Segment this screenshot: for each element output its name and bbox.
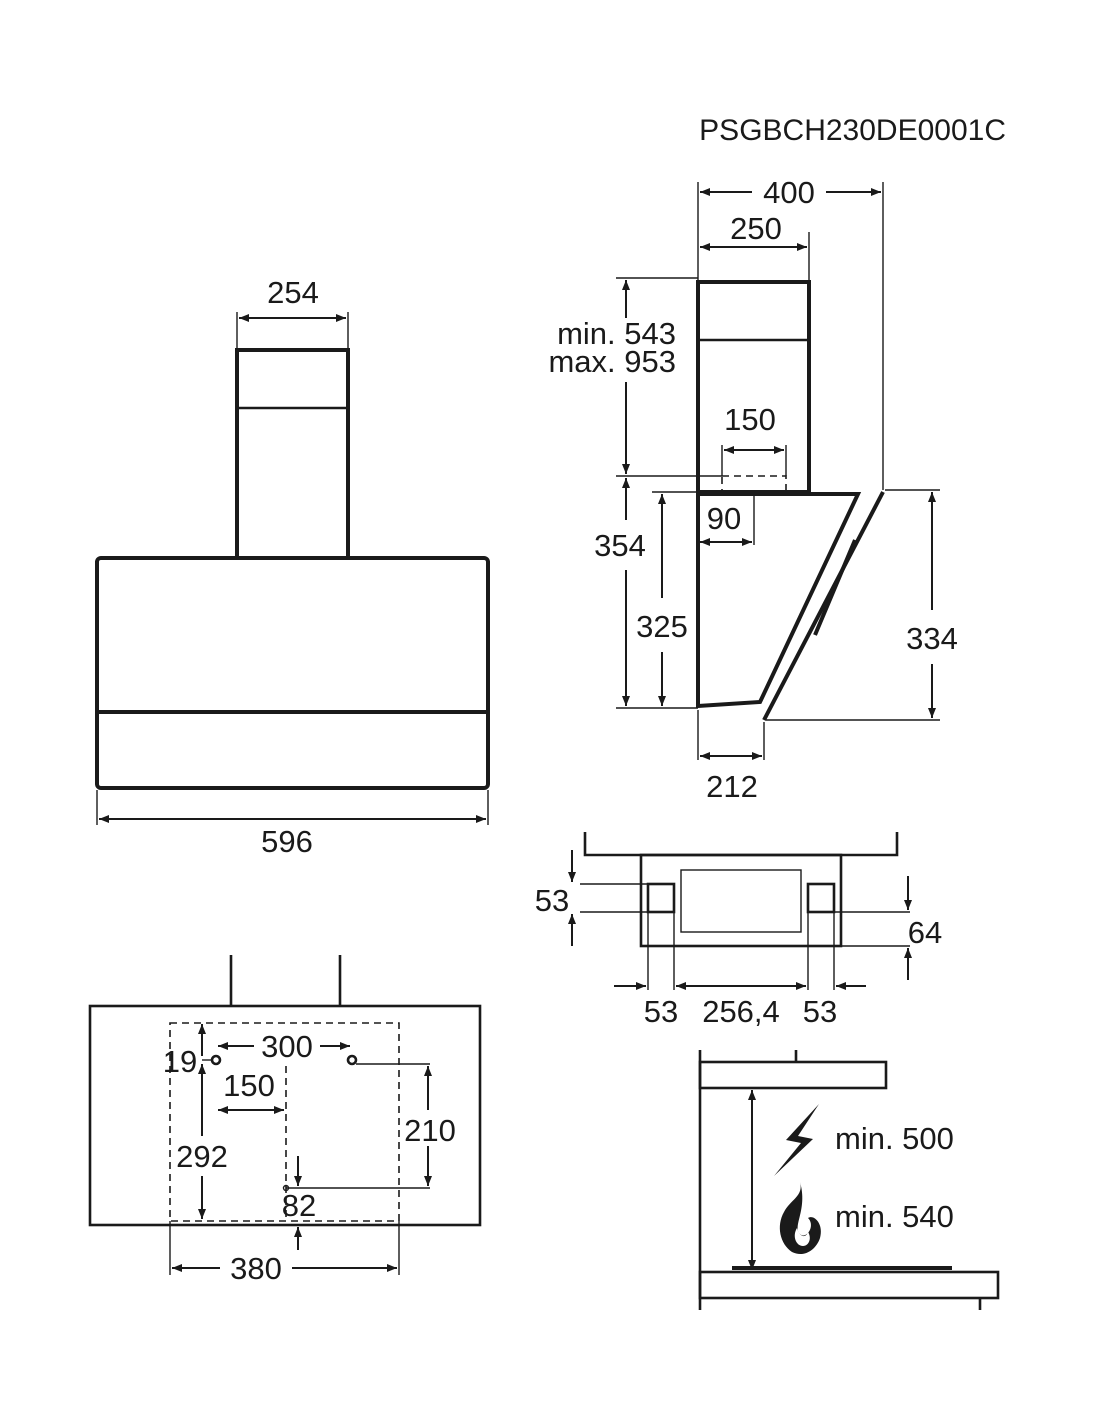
top-view: 53 64 53 256,4 53 — [535, 832, 942, 1029]
label-outlet-offset: 90 — [707, 501, 741, 536]
label-top-right-offset: 64 — [908, 915, 942, 950]
label-right-height: 210 — [404, 1113, 456, 1148]
front-chimney — [235, 348, 350, 560]
label-glass-height: 334 — [906, 621, 958, 656]
flame-icon — [779, 1182, 821, 1255]
side-view: 400 250 min. 543 max. 953 150 90 354 325… — [548, 175, 957, 804]
model-code: PSGBCH230DE0001C — [699, 114, 1006, 147]
front-hood-body — [95, 556, 490, 790]
mounting-hole-left — [210, 1054, 222, 1066]
label-electric-clearance: min. 500 — [835, 1121, 954, 1156]
label-chimney-max: max. 953 — [548, 344, 676, 379]
side-chimney — [696, 280, 811, 494]
mounting-hole-right — [346, 1054, 358, 1066]
top-wall-line — [583, 832, 899, 857]
label-body-height: 354 — [594, 528, 646, 563]
label-center-offset: 150 — [223, 1068, 275, 1103]
clearance-hood — [698, 1060, 888, 1090]
mounting-template — [169, 1022, 400, 1222]
mounting-hood-outline — [88, 1004, 482, 1227]
top-bracket-left — [646, 882, 676, 914]
clearance-hob — [698, 1270, 1000, 1300]
label-bottom-offset: 82 — [282, 1188, 316, 1223]
label-outlet-width: 150 — [724, 402, 776, 437]
label-bracket-spacing: 256,4 — [702, 994, 780, 1029]
label-chimney-min: min. 543 — [557, 316, 676, 351]
label-hole-height: 292 — [176, 1139, 228, 1174]
label-template-width: 380 — [230, 1251, 282, 1286]
label-hole-top-offset: 19 — [163, 1044, 197, 1079]
label-chimney-depth: 250 — [730, 211, 782, 246]
side-glass-panel — [762, 491, 885, 721]
clearance-view: min. 500 min. 540 — [698, 1050, 1000, 1310]
label-left-bracket: 53 — [644, 994, 678, 1029]
label-panel-height: 325 — [636, 609, 688, 644]
lightning-icon — [774, 1104, 819, 1176]
label-bottom-depth: 212 — [706, 769, 758, 804]
front-view: 254 596 — [95, 275, 490, 859]
top-motor-outline — [680, 869, 802, 933]
label-hole-spacing: 300 — [261, 1029, 313, 1064]
side-hood-body — [696, 492, 862, 709]
label-right-bracket: 53 — [803, 994, 837, 1029]
label-gas-clearance: min. 540 — [835, 1199, 954, 1234]
top-bracket-right — [806, 882, 836, 914]
top-hood-outline — [639, 853, 843, 948]
label-hood-width: 596 — [261, 824, 313, 859]
label-total-depth: 400 — [763, 175, 815, 210]
label-top-left-offset: 53 — [535, 883, 569, 918]
mounting-view: 19 300 150 292 210 82 380 — [88, 955, 482, 1286]
label-chimney-width: 254 — [267, 275, 319, 310]
